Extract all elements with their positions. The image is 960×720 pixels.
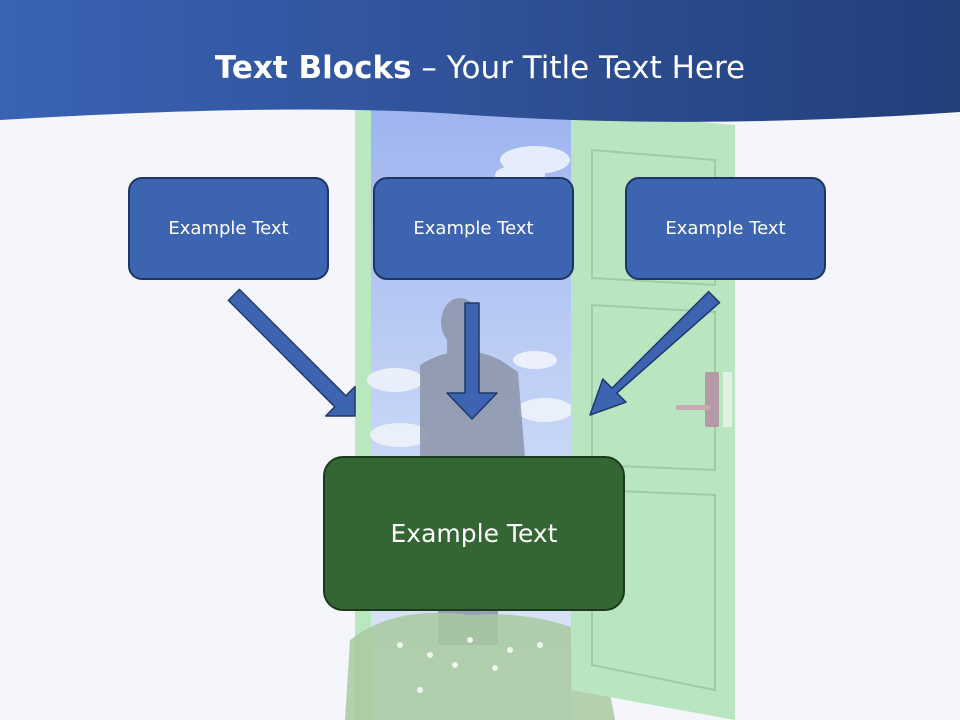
- arrow-right: [589, 290, 721, 416]
- target-block-label: Example Text: [390, 519, 558, 548]
- text-block-2-label: Example Text: [413, 218, 534, 239]
- door-latch: [723, 372, 732, 427]
- text-block-1[interactable]: Example Text: [128, 177, 329, 280]
- title-bold: Text Blocks: [214, 50, 412, 86]
- grass: [345, 612, 615, 720]
- text-block-2[interactable]: Example Text: [373, 177, 574, 280]
- text-block-1-label: Example Text: [168, 218, 289, 239]
- text-block-3-label: Example Text: [665, 218, 786, 239]
- arrow-center: [446, 302, 498, 420]
- slide-title: Text Blocks – Your Title Text Here: [0, 50, 960, 86]
- door-handle: [676, 405, 710, 410]
- door-handle-plate: [705, 372, 719, 427]
- arrow-left: [227, 288, 356, 417]
- text-block-3[interactable]: Example Text: [625, 177, 826, 280]
- clouds: [367, 146, 573, 447]
- title-rest: – Your Title Text Here: [411, 50, 746, 86]
- target-block[interactable]: Example Text: [323, 456, 625, 611]
- header-band: [0, 0, 960, 122]
- flowers: [397, 637, 543, 693]
